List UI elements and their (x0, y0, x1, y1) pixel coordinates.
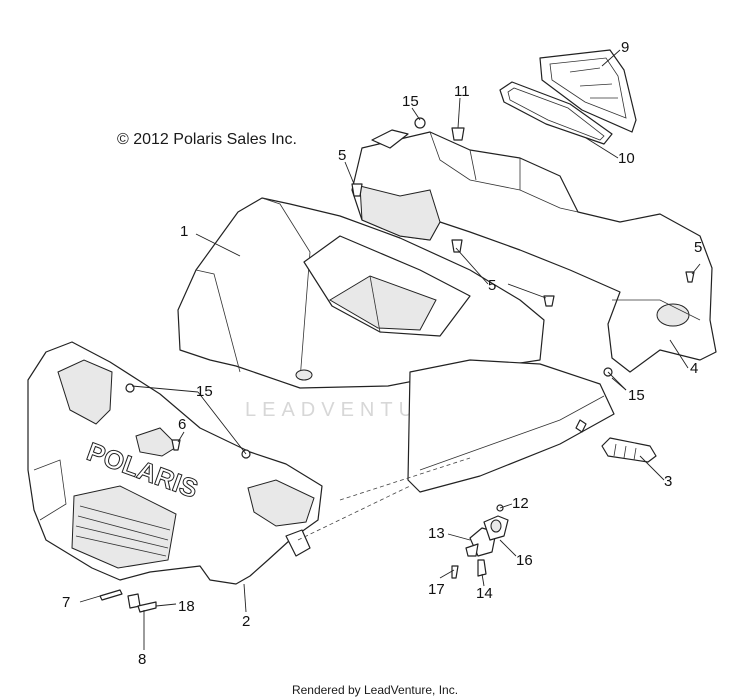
callout-1: 1 (180, 223, 188, 240)
leader-lines (79, 49, 701, 650)
callout-10: 10 (618, 150, 635, 167)
callout-8: 8 (138, 651, 146, 668)
callout-9: 9 (621, 39, 629, 56)
callout-16: 16 (516, 552, 533, 569)
callout-2: 2 (242, 613, 250, 630)
callout-18: 18 (178, 598, 195, 615)
callout-6: 6 (178, 416, 186, 433)
callout-5: 5 (488, 277, 496, 294)
callout-3: 3 (664, 473, 672, 490)
copyright-notice: © 2012 Polaris Sales Inc. (117, 131, 297, 148)
part-4-dash-panel[interactable] (351, 129, 717, 373)
callout-15: 15 (196, 383, 213, 400)
callout-5: 5 (338, 147, 346, 164)
callout-5: 5 (694, 239, 702, 256)
part-9-vent-frame[interactable] (539, 49, 637, 133)
callout-7: 7 (62, 594, 70, 611)
callout-17: 17 (428, 581, 445, 598)
callouts: 1 2 3 4 5 5 5 5 6 7 8 9 10 11 12 13 14 1… (62, 39, 702, 668)
watermark-text: LEADVENTURE (245, 399, 459, 421)
callout-4: 4 (690, 360, 698, 377)
callout-14: 14 (476, 585, 493, 602)
footer-credit: Rendered by LeadVenture, Inc. (291, 683, 459, 697)
callout-11: 11 (454, 83, 470, 100)
part-2-front-fascia[interactable]: POLARIS (27, 341, 323, 585)
callout-15: 15 (628, 387, 645, 404)
callout-12: 12 (512, 495, 529, 512)
light-assembly[interactable] (451, 504, 509, 579)
part-3-handle[interactable] (601, 437, 657, 463)
part-1-hood[interactable] (177, 197, 615, 493)
hardware-fasteners (99, 117, 695, 613)
callout-13: 13 (428, 525, 445, 542)
part-10-vent-seal[interactable] (499, 81, 613, 145)
callout-15: 15 (402, 93, 419, 110)
